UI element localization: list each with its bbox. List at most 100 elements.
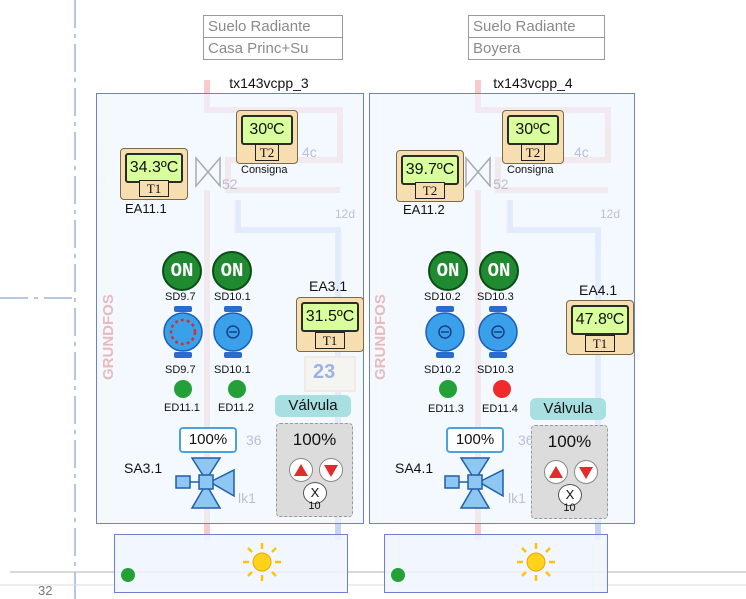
- status-led: [391, 568, 405, 582]
- pump-brand-text: GRUNDFOS: [372, 294, 389, 380]
- pump-on-button[interactable]: ON: [212, 251, 252, 291]
- status-led: [228, 380, 246, 398]
- setpoint-value: 30ºC: [507, 115, 559, 145]
- valve-percent: 100%: [547, 432, 592, 451]
- pump-on-button[interactable]: ON: [479, 251, 519, 291]
- status-led: [439, 380, 457, 398]
- pump-label: SD10.1: [214, 364, 251, 376]
- setpoint-value: 30ºC: [241, 115, 293, 145]
- bg-code: 4c: [302, 144, 317, 160]
- arrow-up-icon: [294, 464, 308, 476]
- sensor-label: EA11.1: [125, 201, 167, 216]
- valve-up-button[interactable]: [289, 458, 313, 482]
- temperature-value: 39.7ºC: [401, 155, 459, 185]
- sensor-tag: T2: [415, 182, 445, 199]
- bg-code: 52: [222, 176, 238, 192]
- actuator-label: SA4.1: [395, 460, 434, 476]
- arrow-down-icon: [579, 467, 593, 479]
- status-led: [174, 380, 192, 398]
- temperature-value: 47.8ºC: [571, 305, 629, 335]
- three-way-valve-icon[interactable]: [443, 456, 509, 512]
- valve-step: 10: [563, 502, 576, 514]
- pump-label: SD10.2: [424, 291, 461, 303]
- three-way-valve-icon[interactable]: [174, 456, 240, 512]
- sensor-label: EA11.2: [403, 202, 445, 217]
- actuator-percent[interactable]: 100%: [446, 427, 504, 453]
- bg-code: 36: [518, 432, 534, 448]
- valve-down-button[interactable]: [574, 460, 598, 484]
- temperature-display[interactable]: 34.3ºC T1: [120, 148, 188, 200]
- status-bar: [114, 534, 348, 593]
- pump-label: SD10.3: [477, 364, 514, 376]
- pump-icon[interactable]: [477, 303, 519, 363]
- sensor-tag: T1: [315, 332, 345, 349]
- sensor-tag: T2: [521, 144, 545, 161]
- bg-code: lk1: [238, 490, 256, 506]
- bg-code: 4c: [574, 144, 589, 160]
- margin-number: 32: [38, 583, 53, 598]
- pump-label: SD9.7: [165, 291, 196, 303]
- header-zone: Casa Princ+Su: [204, 37, 342, 59]
- bg-code: lk1: [508, 490, 526, 506]
- pump-label: SD9.7: [165, 364, 196, 376]
- bg-box-value: 23: [313, 361, 336, 383]
- valve-up-button[interactable]: [544, 460, 568, 484]
- valve-reset-button[interactable]: X: [558, 484, 582, 506]
- unit-title: tx143vcpp_3: [229, 75, 309, 91]
- valve-down-button[interactable]: [319, 458, 343, 482]
- pump-icon[interactable]: [212, 303, 254, 363]
- temperature-value: 34.3ºC: [125, 153, 183, 183]
- header-system: Suelo Radiante: [473, 18, 576, 35]
- unit-header-box: Suelo Radiante Boyera: [468, 15, 605, 60]
- pump-label: SD10.1: [214, 291, 251, 303]
- sensor-tag: T1: [139, 180, 169, 197]
- valve-percent: 100%: [292, 430, 337, 449]
- bg-code: 36: [246, 432, 262, 448]
- input-label: ED11.1: [164, 402, 200, 414]
- setpoint-caption: Consigna: [507, 164, 554, 176]
- pump-icon[interactable]: [424, 303, 466, 363]
- status-bar: [384, 534, 608, 593]
- setpoint-display[interactable]: 30ºC T2: [236, 110, 298, 164]
- sun-icon: [243, 543, 281, 581]
- setpoint-caption: Consigna: [241, 164, 288, 176]
- temperature-display[interactable]: 31.5ºC T1: [296, 297, 364, 352]
- actuator-label: SA3.1: [124, 460, 163, 476]
- valve-control: 100% X 10: [531, 425, 608, 519]
- bg-code: 52: [493, 176, 509, 192]
- input-label: ED11.3: [428, 403, 464, 415]
- bg-code: 12d: [335, 207, 356, 221]
- pump-on-button[interactable]: ON: [428, 251, 468, 291]
- input-label: ED11.4: [482, 403, 518, 415]
- sun-icon: [517, 543, 555, 581]
- setpoint-display[interactable]: 30ºC T2: [502, 110, 564, 164]
- sensor-tag: T1: [585, 335, 615, 352]
- bg-code: 12d: [600, 207, 621, 221]
- unit-header-box: Suelo Radiante Casa Princ+Su: [203, 15, 343, 60]
- temperature-value: 31.5ºC: [301, 302, 359, 332]
- input-label: ED11.2: [218, 402, 254, 414]
- valve-step: 10: [308, 500, 321, 512]
- actuator-percent[interactable]: 100%: [179, 427, 237, 453]
- valve-symbol-icon: [195, 155, 221, 189]
- valve-reset-button[interactable]: X: [303, 482, 327, 504]
- sensor-tag: T2: [255, 144, 279, 161]
- status-led: [493, 380, 511, 398]
- temperature-display[interactable]: 47.8ºC T1: [566, 300, 634, 355]
- temperature-display[interactable]: 39.7ºC T2: [396, 150, 464, 202]
- pump-brand-text: GRUNDFOS: [100, 294, 117, 380]
- arrow-down-icon: [324, 465, 338, 477]
- pump-label: SD10.2: [424, 364, 461, 376]
- pump-on-button[interactable]: ON: [162, 251, 202, 291]
- valve-symbol-icon: [465, 155, 491, 189]
- sensor-label: EA3.1: [309, 278, 348, 294]
- sensor-label: EA4.1: [579, 282, 618, 298]
- unit-title: tx143vcpp_4: [493, 75, 573, 91]
- status-led: [121, 568, 135, 582]
- pump-icon[interactable]: [162, 303, 204, 363]
- header-system: Suelo Radiante: [208, 18, 311, 35]
- arrow-up-icon: [549, 466, 563, 478]
- valve-tag: Válvula: [530, 398, 606, 420]
- pump-label: SD10.3: [477, 291, 514, 303]
- valve-control: 100% X 10: [276, 423, 353, 517]
